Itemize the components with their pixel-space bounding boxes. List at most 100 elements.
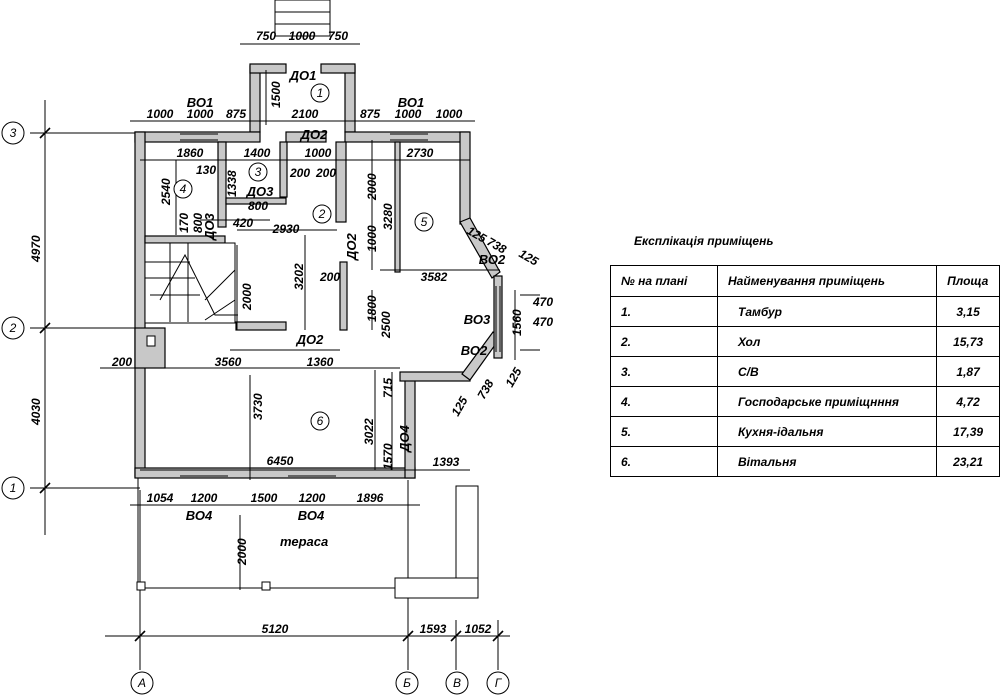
axis-marker-1: 1 — [1, 476, 25, 500]
dim-interior: 200 — [289, 166, 310, 180]
dim-porch-right: 750 — [328, 29, 348, 43]
facade-dimensions: 1054 1200 1500 1200 1896 — [147, 491, 384, 505]
dim-top: 875 — [360, 107, 380, 121]
left-dimensions: 4970 4030 — [29, 235, 43, 426]
label-vo4-right: ВО4 — [298, 508, 325, 523]
dim-top: 1000 — [436, 107, 463, 121]
dim-interior: 1000 — [305, 146, 332, 160]
label-do3-b: ДО3 — [202, 213, 217, 242]
cell-name: Тамбур — [716, 296, 938, 327]
staircase — [144, 242, 238, 347]
dim-interior: 800 — [191, 213, 205, 233]
dim-interior: 470 — [532, 295, 553, 309]
table-row: 1. Тамбур 3,15 — [610, 296, 1000, 327]
label-vo1-right: ВО1 — [398, 95, 424, 110]
dim-interior: 6450 — [267, 454, 294, 468]
dim-left-lower: 4030 — [29, 398, 43, 426]
dim-interior: 130 — [196, 163, 216, 177]
axis-marker-a: А — [130, 671, 154, 695]
dim-interior: 2540 — [159, 178, 173, 206]
top-dimensions: 750 1000 750 1000 1000 875 2100 875 1000… — [147, 29, 463, 121]
axis-marker-g: Г — [486, 671, 510, 695]
table-row: 2. Хол 15,73 — [610, 326, 1000, 357]
room-schedule: Експлікація приміщень № на плані Наймену… — [610, 234, 1000, 477]
label-do2-mid: ДО2 — [344, 233, 359, 262]
dim-interior: 170 — [177, 213, 191, 233]
dim-facade: 1200 — [191, 491, 218, 505]
dim-interior: 3280 — [381, 203, 395, 230]
cell-number: 4. — [610, 386, 718, 417]
dim-interior: 200 — [315, 166, 336, 180]
room-schedule-title: Експлікація приміщень — [634, 234, 774, 248]
room-schedule-table: № на плані Найменування приміщень Площа … — [610, 265, 1000, 477]
axis-label: 2 — [9, 321, 17, 335]
dim-interior: 125 — [517, 246, 542, 268]
axis-marker-v: В — [445, 671, 469, 695]
cell-name: Господарське приміщнння — [716, 386, 938, 417]
label-do1: ДО1 — [289, 68, 317, 83]
dim-interior: 2730 — [406, 146, 434, 160]
dim-interior: 800 — [248, 199, 268, 213]
dim-top-center: 2100 — [291, 107, 319, 121]
dim-interior: 2000 — [365, 173, 379, 201]
table-row: 5. Кухня-ідальня 17,39 — [610, 416, 1000, 447]
label-do4: ДО4 — [397, 425, 412, 454]
axis-label: 1 — [10, 481, 17, 495]
cell-area: 23,21 — [936, 446, 1000, 477]
cell-area: 3,15 — [936, 296, 1000, 327]
label-do2-low: ДО2 — [296, 332, 325, 347]
dim-interior: 738 — [474, 377, 496, 402]
table-row: 6. Вітальня 23,21 — [610, 446, 1000, 477]
column-header-number: № на плані — [610, 265, 718, 297]
dim-interior: 125 — [502, 365, 524, 390]
cell-area: 1,87 — [936, 356, 1000, 387]
cell-name: Вітальня — [716, 446, 938, 477]
axis-marker-2: 2 — [1, 316, 25, 340]
porch-steps — [274, 0, 331, 37]
label-vo4-left: ВО4 — [186, 508, 213, 523]
label-vo2-bottom: ВО2 — [461, 343, 488, 358]
table-header-row: № на плані Найменування приміщень Площа — [610, 265, 1000, 297]
dim-bottom: 5120 — [262, 622, 289, 636]
room-markers: 1 2 3 4 5 6 — [173, 83, 434, 431]
room-number-6: 6 — [317, 414, 324, 428]
label-do3-a: ДО3 — [246, 184, 275, 199]
terrace: тераса — [136, 478, 479, 599]
dim-interior: 2000 — [235, 538, 249, 566]
label-vo3: ВО3 — [464, 312, 491, 327]
axis-label: Б — [403, 676, 411, 690]
dim-left-upper: 4970 — [29, 235, 43, 263]
dim-facade: 1200 — [299, 491, 326, 505]
dim-interior: 2930 — [272, 222, 300, 236]
dim-interior: 1360 — [307, 355, 334, 369]
dim-interior: 3560 — [215, 355, 242, 369]
dim-interior: 3022 — [362, 418, 376, 445]
dimension-lines — [100, 43, 540, 590]
dim-bottom: 1593 — [420, 622, 447, 636]
dim-facade: 1054 — [147, 491, 174, 505]
dim-interior: 1560 — [510, 309, 524, 336]
axis-label: Г — [495, 676, 503, 690]
cell-number: 6. — [610, 446, 718, 477]
dim-interior: 200 — [111, 355, 132, 369]
room-number-3: 3 — [255, 165, 262, 179]
axis-label: А — [137, 676, 146, 690]
axis-marker-3: 3 — [1, 121, 25, 145]
terrace-label: тераса — [280, 534, 328, 549]
axis-grid — [30, 100, 510, 670]
column-header-name: Найменування приміщень — [716, 265, 938, 297]
dim-interior: 3730 — [251, 393, 265, 420]
dim-interior: 420 — [232, 216, 253, 230]
dim-facade: 1500 — [251, 491, 278, 505]
column-header-area: Площа — [936, 265, 1000, 297]
dim-interior: 470 — [532, 315, 553, 329]
dim-interior: 1860 — [177, 146, 204, 160]
dim-interior: 715 — [381, 378, 395, 398]
dim-top: 1000 — [147, 107, 174, 121]
cell-area: 4,72 — [936, 386, 1000, 417]
dim-porch-depth: 1500 — [269, 81, 283, 108]
label-do2-top: ДО2 — [300, 127, 329, 142]
dim-interior: 1400 — [244, 146, 271, 160]
room-number-1: 1 — [317, 86, 324, 100]
